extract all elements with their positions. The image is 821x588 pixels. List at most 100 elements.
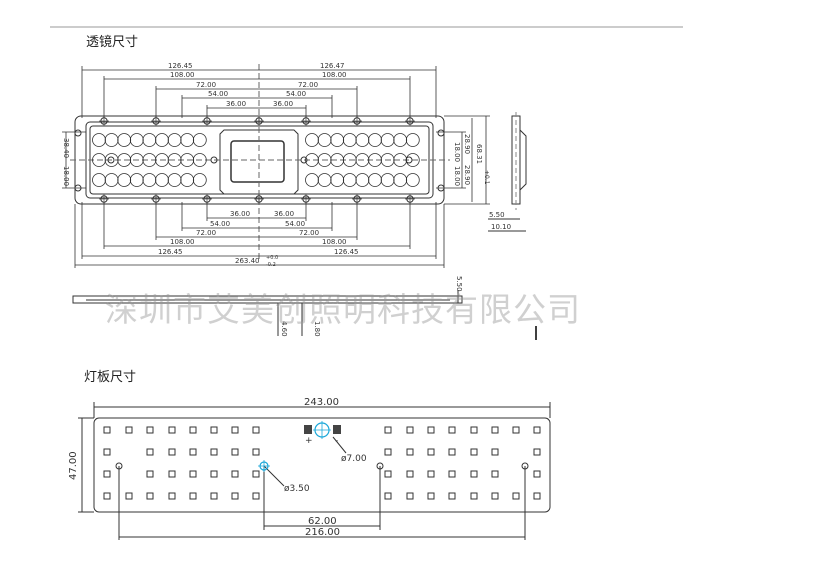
dim-bot-left-54: 54.00 (210, 220, 230, 228)
lens-element (129, 133, 144, 147)
led-pad (491, 470, 499, 478)
inner-hole (210, 156, 218, 164)
lens-element (167, 153, 182, 167)
led-pad (103, 470, 111, 478)
lens-element (104, 173, 119, 187)
led-pad (384, 492, 392, 500)
inner-hole (107, 156, 115, 164)
led-pad (189, 448, 197, 456)
lens-element (155, 173, 169, 187)
lens-element (342, 133, 357, 147)
dim-profile-1-80: 1.80 (313, 321, 321, 337)
lens-element (405, 133, 420, 147)
dim-profile-4-60: 4.60 (280, 321, 288, 337)
board-pitch-216: 216.00 (305, 527, 340, 538)
company-watermark: 深圳市艾美创照明科技有限公司 (105, 290, 581, 329)
dim-bot-left-126: 126.45 (158, 248, 183, 256)
board-connector (304, 421, 341, 439)
lens-element (142, 133, 157, 147)
lens-element (330, 153, 345, 167)
led-pad (427, 426, 435, 434)
dim-bot-left-36: 36.00 (230, 210, 250, 218)
led-pad (512, 426, 520, 434)
dim-top-left-54: 54.00 (208, 90, 228, 98)
led-pad (406, 470, 414, 478)
led-pad (533, 492, 541, 500)
led-pad (231, 470, 239, 478)
led-pad (384, 470, 392, 478)
lens-element (129, 173, 144, 187)
board-mounting-holes (115, 462, 529, 470)
lens-element (180, 133, 195, 147)
led-pad (125, 492, 133, 500)
lens-element (117, 133, 132, 147)
dim-bot-left-108: 108.00 (170, 238, 195, 246)
lens-element (92, 153, 106, 167)
led-pad (491, 426, 499, 434)
led-pad (533, 448, 541, 456)
led-pad (168, 448, 176, 456)
lens-element (380, 173, 395, 187)
led-pad (491, 492, 499, 500)
led-pad (252, 426, 260, 434)
lens-element (92, 133, 106, 147)
led-pad (168, 492, 176, 500)
led-pad (103, 448, 111, 456)
dim-right-28-top: 28.90 (463, 134, 471, 154)
side-hole (74, 129, 82, 137)
led-pad (210, 492, 218, 500)
lens-element (368, 133, 382, 147)
led-pad (427, 470, 435, 478)
lens-element (368, 173, 382, 187)
led-pad (533, 470, 541, 478)
inner-hole (300, 156, 308, 164)
lens-screw-holes (74, 116, 445, 204)
dim-left-18: 18.00 (62, 166, 70, 186)
led-pad (189, 426, 197, 434)
lens-element (355, 173, 370, 187)
dim-bot-right-108: 108.00 (322, 238, 347, 246)
side-hole (437, 129, 445, 137)
led-pad (231, 492, 239, 500)
lens-element (305, 173, 319, 187)
dim-right-18-bot: 18.00 (453, 166, 461, 186)
led-pad (427, 448, 435, 456)
board-plus: + (305, 436, 313, 446)
led-pad (146, 448, 154, 456)
led-pad (448, 492, 456, 500)
lens-element (380, 133, 395, 147)
lens-element (330, 173, 345, 187)
dim-overall-tol-plus: +0.0 (266, 255, 278, 261)
led-pad (448, 470, 456, 478)
lens-element (405, 173, 420, 187)
dim-bot-right-126: 126.45 (334, 248, 359, 256)
dim-bot-right-72: 72.00 (299, 229, 319, 237)
dim-height-68: 68.31 (475, 144, 483, 164)
led-pad (103, 492, 111, 500)
dim-bot-right-54: 54.00 (285, 220, 305, 228)
dim-height-tol: +0.1 (483, 170, 490, 185)
board-width-243: 243.00 (304, 397, 339, 408)
lens-element (167, 173, 182, 187)
lens-element (155, 133, 169, 147)
board-hole-side-3-5: ø3.50 (284, 484, 310, 494)
dim-top-left-72: 72.00 (196, 81, 216, 89)
led-pad (146, 492, 154, 500)
board-outline (78, 402, 551, 540)
lens-element (305, 133, 319, 147)
lens-element (317, 173, 332, 187)
lens-element (192, 173, 207, 187)
led-pad (470, 492, 478, 500)
lens-element (92, 173, 106, 187)
dim-side-5-50: 5.50 (489, 211, 505, 219)
led-pad (231, 448, 239, 456)
led-pad (210, 426, 218, 434)
dim-top-right-108: 108.00 (322, 71, 347, 79)
lens-element (192, 133, 207, 147)
led-pad (448, 448, 456, 456)
led-pad (168, 470, 176, 478)
lens-side-view (488, 112, 527, 232)
lens-circles (92, 133, 420, 187)
lens-element (342, 173, 357, 187)
